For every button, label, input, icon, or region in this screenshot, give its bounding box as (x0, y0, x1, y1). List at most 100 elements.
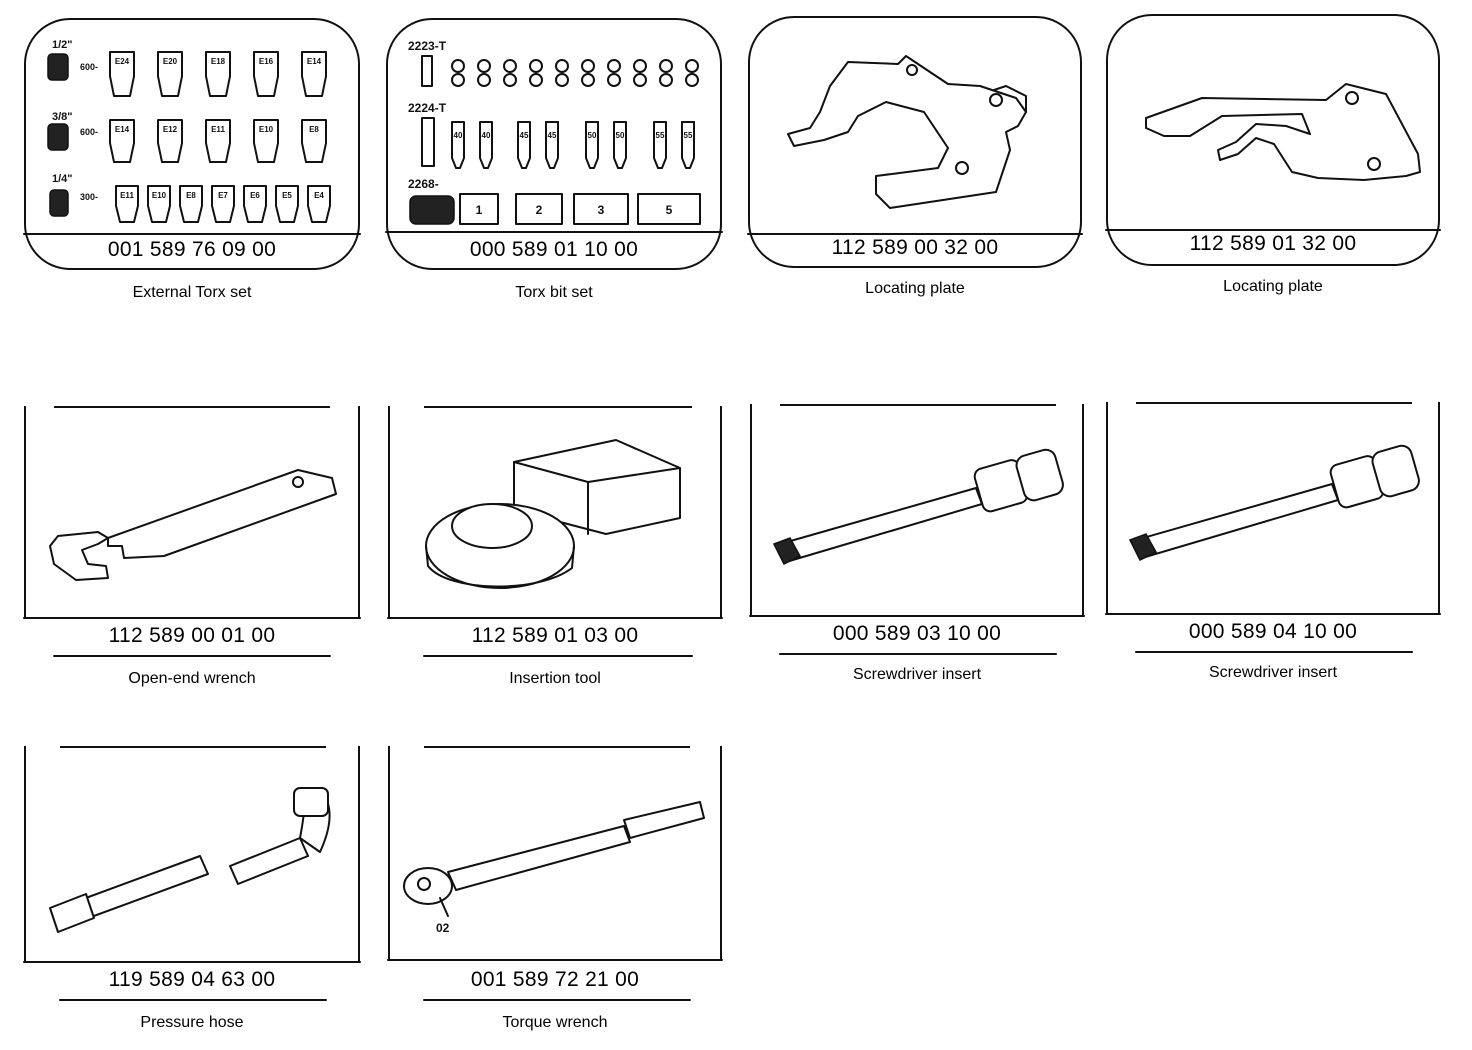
bit-icon (685, 73, 699, 87)
socket-size-label: 3 (598, 203, 605, 217)
insertion-tool-illustration (387, 439, 723, 657)
bit-icon (607, 59, 621, 73)
socket-size-label: E14 (115, 125, 130, 134)
bit-size-label: 40 (454, 131, 463, 140)
part-number: 000 589 01 10 00 (469, 238, 639, 261)
svg-text:1/4": 1/4" (52, 173, 73, 185)
top-rule (780, 404, 1056, 406)
socket-icon (109, 51, 135, 97)
part-number: 001 589 76 09 00 (107, 238, 277, 261)
tool-frame (24, 746, 360, 962)
socket-icon (253, 51, 279, 97)
socket-size-label: E11 (211, 125, 225, 134)
part-number: 112 589 00 32 00 (831, 236, 999, 259)
bit-icon (503, 59, 517, 73)
bit-size-label: 40 (482, 131, 491, 140)
svg-text:3/8": 3/8" (52, 111, 73, 123)
socket-icon (157, 51, 183, 97)
bit-icon (503, 73, 517, 87)
bit-icon (545, 121, 559, 169)
top-rule (60, 746, 326, 748)
socket-size-label: E16 (259, 57, 274, 66)
socket-icon (147, 185, 171, 223)
svg-text:1/2": 1/2" (52, 39, 73, 51)
socket-size-label: 5 (666, 203, 673, 217)
tool-frame (24, 18, 360, 270)
tool-caption: Torque wrench (502, 1014, 608, 1031)
part-number: 000 589 03 10 00 (832, 622, 1002, 645)
screwdriver-insert-illustration (749, 448, 1085, 655)
tool-caption: Locating plate (865, 280, 965, 297)
socket-size-label: 1 (476, 203, 483, 217)
tool-card-locating-plate-1: 112 589 00 32 00 Locating plate (747, 16, 1083, 306)
tool-card-screwdriver-insert-2: 000 589 04 10 00 Screwdriver insert (1105, 402, 1441, 692)
socket-size-label: E5 (282, 191, 292, 200)
tool-frame (748, 16, 1082, 268)
bit-size-label: 55 (656, 131, 665, 140)
socket-size-label: E18 (211, 57, 226, 66)
socket-size-label: E12 (163, 125, 178, 134)
bit-icon (613, 121, 627, 169)
tool-card-insertion-tool: 112 589 01 03 00 Insertion tool (387, 406, 723, 696)
socket-size-label: E6 (250, 191, 260, 200)
svg-text:600-: 600- (80, 62, 98, 72)
bit-icon (529, 73, 543, 87)
tool-caption: Locating plate (1223, 278, 1323, 295)
socket-icon (459, 193, 499, 225)
bit-icon (581, 59, 595, 73)
socket-icon (307, 185, 331, 223)
bit-icon (479, 121, 493, 169)
socket-icon (573, 193, 629, 225)
top-rule (1136, 402, 1412, 404)
tool-caption: Screwdriver insert (852, 666, 982, 683)
socket-icon (115, 185, 139, 223)
socket-size-label: E24 (115, 57, 130, 66)
part-number: 112 589 00 01 00 (108, 624, 276, 647)
screwdriver-insert-illustration (1105, 444, 1441, 653)
svg-text:600-: 600- (80, 127, 98, 137)
tool-caption: External Torx set (132, 284, 252, 301)
bit-icon (581, 73, 595, 87)
svg-text:2268-: 2268- (408, 177, 439, 191)
svg-text:300-: 300- (80, 192, 98, 202)
socket-icon (205, 119, 231, 163)
socket-size-label: E10 (259, 125, 274, 134)
bit-icon (477, 59, 491, 73)
top-rule (54, 406, 330, 408)
socket-icon (253, 119, 279, 163)
bit-size-label: 50 (588, 131, 597, 140)
socket-size-label: 2 (536, 203, 543, 217)
socket-icon (179, 185, 203, 223)
bit-icon (585, 121, 599, 169)
tool-caption: Open-end wrench (128, 670, 256, 687)
socket-icon (275, 185, 299, 223)
socket-icon (211, 185, 235, 223)
socket-size-label: E11 (120, 191, 134, 200)
socket-size-label: E8 (309, 125, 319, 134)
socket-icon (515, 193, 563, 225)
tool-card-pressure-hose: 119 589 04 63 00 Pressure hose (23, 746, 361, 1036)
tool-caption: Pressure hose (140, 1014, 244, 1031)
tool-card-screwdriver-insert-1: 000 589 03 10 00 Screwdriver insert (749, 404, 1085, 694)
top-rule (424, 406, 692, 408)
bit-size-label: 45 (520, 131, 529, 140)
top-rule (424, 746, 690, 748)
svg-text:2224-T: 2224-T (408, 101, 447, 115)
tool-frame (24, 406, 360, 618)
part-number: 112 589 01 03 00 (471, 624, 639, 647)
open-end-wrench-illustration (23, 469, 361, 657)
socket-size-label: E4 (314, 191, 324, 200)
part-number: 119 589 04 63 00 (108, 968, 276, 991)
bit-icon (653, 121, 667, 169)
socket-size-label: E7 (218, 191, 228, 200)
socket-icon (243, 185, 267, 223)
bit-icon (451, 73, 465, 87)
tool-frame (388, 406, 722, 618)
bit-icon (555, 73, 569, 87)
bit-icon (633, 73, 647, 87)
tool-frame (388, 746, 722, 960)
bit-icon (681, 121, 695, 169)
